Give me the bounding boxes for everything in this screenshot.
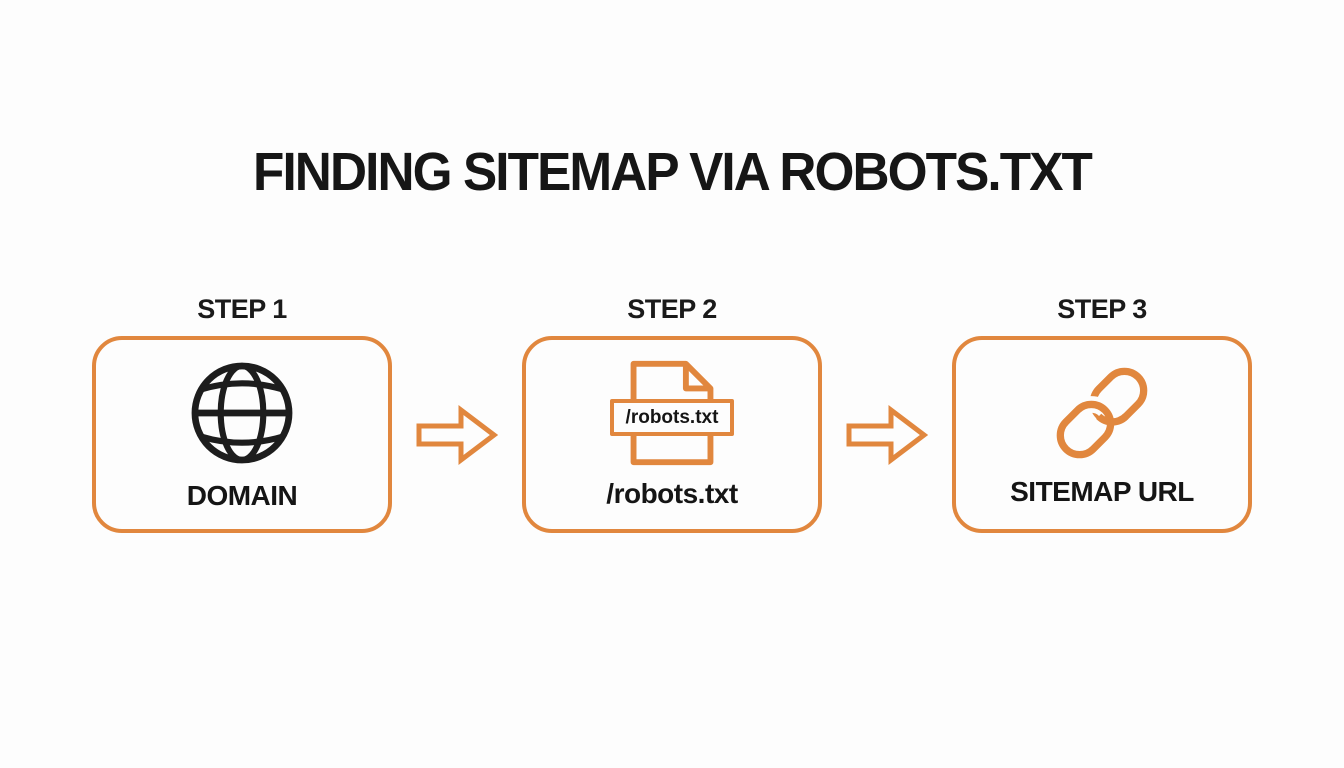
step-1-card: DOMAIN bbox=[92, 335, 392, 533]
step-1-caption: DOMAIN bbox=[186, 480, 298, 512]
step-3-column: STEP 3 SITEMAP URL bbox=[952, 293, 1252, 533]
step-2-caption: /robots.txt bbox=[606, 478, 738, 510]
robots-file-badge: /robots.txt bbox=[610, 399, 734, 437]
page-title: FINDING SITEMAP VIA ROBOTS.TXT bbox=[253, 142, 1093, 202]
globe-icon bbox=[186, 357, 298, 469]
steps-flow: STEP 1 DOMAIN bbox=[0, 293, 1344, 533]
step-3-caption: SITEMAP URL bbox=[1010, 476, 1194, 508]
step-3-card: SITEMAP URL bbox=[952, 335, 1252, 533]
arrow-right-icon bbox=[416, 403, 499, 467]
arrow-right-icon bbox=[846, 403, 929, 467]
step-2-card: /robots.txt /robots.txt bbox=[522, 335, 822, 533]
chain-link-icon bbox=[1050, 361, 1154, 465]
step-2-label: STEP 2 bbox=[627, 293, 717, 324]
step-1-column: STEP 1 DOMAIN bbox=[92, 293, 392, 533]
step-1-label: STEP 1 bbox=[197, 293, 287, 324]
step-3-label: STEP 3 bbox=[1057, 293, 1147, 324]
step-2-column: STEP 2 /robots.txt /robots.txt bbox=[522, 293, 822, 533]
robots-file-icon: /robots.txt bbox=[610, 359, 734, 467]
